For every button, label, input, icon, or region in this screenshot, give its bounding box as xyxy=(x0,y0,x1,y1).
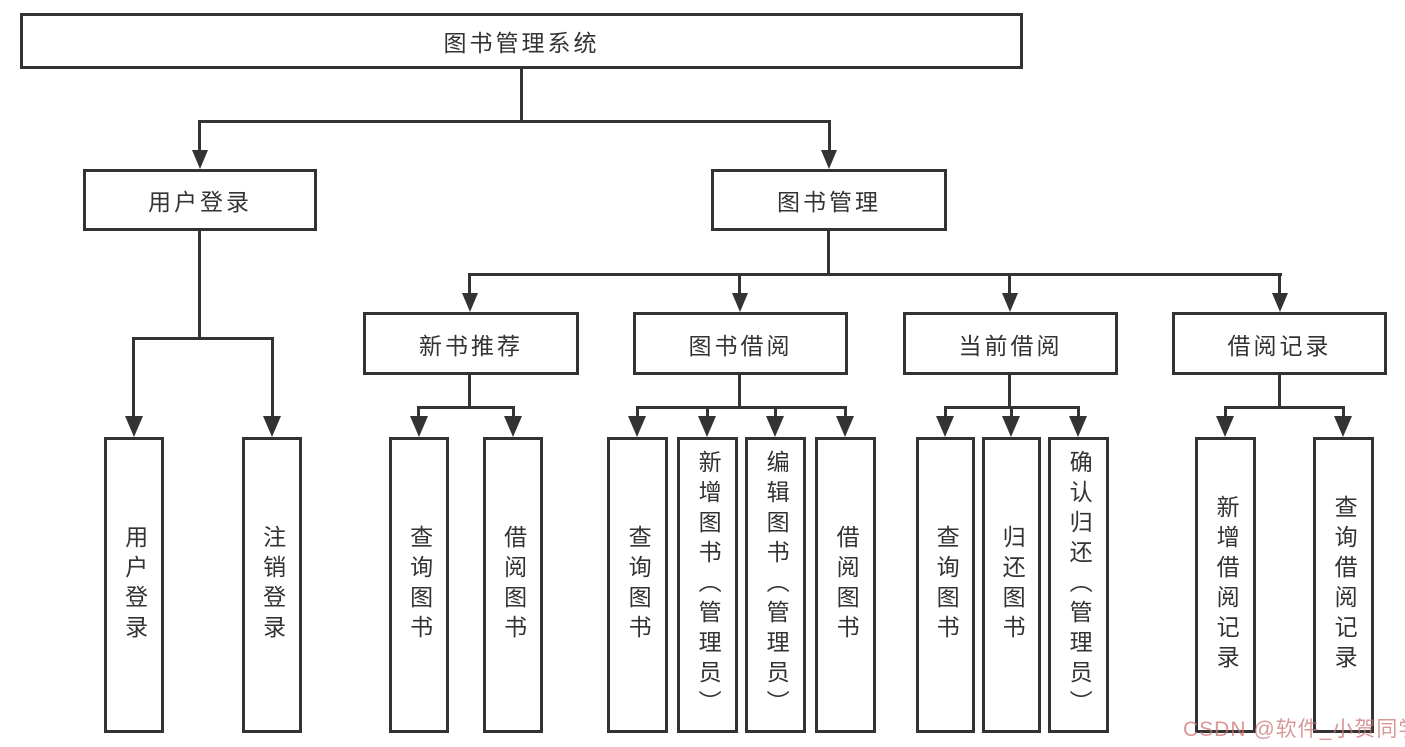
connector-line xyxy=(774,406,777,418)
node-leaf-br-query: 查询借阅记录 xyxy=(1313,437,1374,733)
arrow-down-icon xyxy=(410,416,428,437)
connector-line xyxy=(132,337,274,340)
node-leaf-logout-label: 注销登录 xyxy=(259,525,286,645)
arrow-down-icon xyxy=(1069,416,1087,437)
node-book-mgmt: 图书管理 xyxy=(711,169,947,231)
arrow-down-icon xyxy=(698,416,716,437)
node-book-mgmt-label: 图书管理 xyxy=(777,189,881,215)
arrow-down-icon xyxy=(1002,293,1018,312)
node-leaf-cb-confirm-label: 确认归还（管理员） xyxy=(1066,450,1093,720)
node-leaf-bb-query: 查询图书 xyxy=(607,437,668,733)
node-leaf-cb-query-label: 查询图书 xyxy=(933,525,960,645)
node-leaf-cb-return: 归还图书 xyxy=(982,437,1041,733)
node-leaf-bb-edit: 编辑图书（管理员） xyxy=(745,437,806,733)
node-leaf-logout: 注销登录 xyxy=(242,437,302,733)
connector-line xyxy=(636,406,639,418)
node-leaf-cb-return-label: 归还图书 xyxy=(999,525,1026,645)
arrow-down-icon xyxy=(766,416,784,437)
connector-line xyxy=(738,273,741,295)
connector-line xyxy=(468,375,471,409)
arrow-down-icon xyxy=(504,416,522,437)
connector-line xyxy=(1278,273,1281,295)
connector-line xyxy=(417,406,515,409)
connector-line xyxy=(1224,406,1345,409)
connector-line xyxy=(468,273,471,295)
node-leaf-bb-edit-label: 编辑图书（管理员） xyxy=(763,450,790,720)
arrow-down-icon xyxy=(462,293,478,312)
node-root: 图书管理系统 xyxy=(20,13,1023,69)
connector-line xyxy=(198,120,831,123)
node-borrow-record-label: 借阅记录 xyxy=(1227,332,1332,359)
connector-line xyxy=(1010,406,1013,418)
connector-line xyxy=(1278,375,1281,409)
node-current-borrow-label: 当前借阅 xyxy=(958,332,1063,359)
node-leaf-bb-borrow-label: 借阅图书 xyxy=(833,525,860,645)
arrow-down-icon xyxy=(936,416,954,437)
node-new-book-label: 新书推荐 xyxy=(419,332,523,359)
node-user-login-label: 用户登录 xyxy=(148,189,252,215)
node-leaf-user-login: 用户登录 xyxy=(104,437,164,733)
connector-line xyxy=(198,120,201,152)
node-leaf-nb-query: 查询图书 xyxy=(389,437,449,733)
arrow-down-icon xyxy=(192,150,208,169)
connector-line xyxy=(198,231,201,337)
connector-line xyxy=(844,406,847,418)
node-leaf-nb-borrow-label: 借阅图书 xyxy=(500,525,527,645)
arrow-down-icon xyxy=(1002,416,1020,437)
connector-line xyxy=(271,337,274,417)
connector-line xyxy=(1008,375,1011,409)
connector-line xyxy=(738,375,741,409)
arrow-down-icon xyxy=(1272,293,1288,312)
connector-line xyxy=(636,406,847,409)
arrow-down-icon xyxy=(125,416,143,437)
connector-line xyxy=(1008,273,1011,295)
connector-line xyxy=(944,406,947,418)
connector-line xyxy=(132,337,135,417)
node-book-borrow-label: 图书借阅 xyxy=(688,332,793,359)
arrow-down-icon xyxy=(732,293,748,312)
arrow-down-icon xyxy=(628,416,646,437)
node-leaf-nb-query-label: 查询图书 xyxy=(406,525,433,645)
node-leaf-bb-add: 新增图书（管理员） xyxy=(677,437,738,733)
connector-line xyxy=(520,69,523,123)
node-root-label: 图书管理系统 xyxy=(443,30,600,56)
arrow-down-icon xyxy=(1216,416,1234,437)
node-user-login: 用户登录 xyxy=(83,169,317,231)
node-borrow-record: 借阅记录 xyxy=(1172,312,1387,375)
node-leaf-cb-confirm: 确认归还（管理员） xyxy=(1048,437,1109,733)
node-leaf-br-add: 新增借阅记录 xyxy=(1195,437,1256,733)
connector-line xyxy=(1077,406,1080,418)
node-leaf-bb-borrow: 借阅图书 xyxy=(815,437,876,733)
connector-line xyxy=(468,273,1282,276)
node-new-book: 新书推荐 xyxy=(363,312,579,375)
connector-line xyxy=(417,406,420,418)
csdn-watermark: CSDN @软件_小贺同学 xyxy=(1183,718,1405,741)
connector-line xyxy=(827,231,830,275)
node-leaf-br-query-label: 查询借阅记录 xyxy=(1331,495,1358,675)
node-leaf-br-add-label: 新增借阅记录 xyxy=(1213,495,1240,675)
node-leaf-bb-query-label: 查询图书 xyxy=(625,525,652,645)
node-leaf-bb-add-label: 新增图书（管理员） xyxy=(695,450,722,720)
arrow-down-icon xyxy=(263,416,281,437)
node-leaf-nb-borrow: 借阅图书 xyxy=(483,437,543,733)
arrow-down-icon xyxy=(1334,416,1352,437)
connector-line xyxy=(1342,406,1345,418)
connector-line xyxy=(1224,406,1227,418)
connector-line xyxy=(828,120,831,152)
arrow-down-icon xyxy=(836,416,854,437)
node-leaf-cb-query: 查询图书 xyxy=(916,437,975,733)
arrow-down-icon xyxy=(821,150,837,169)
connector-line xyxy=(512,406,515,418)
node-book-borrow: 图书借阅 xyxy=(633,312,848,375)
node-leaf-user-login-label: 用户登录 xyxy=(121,525,148,645)
connector-line xyxy=(706,406,709,418)
node-current-borrow: 当前借阅 xyxy=(903,312,1118,375)
